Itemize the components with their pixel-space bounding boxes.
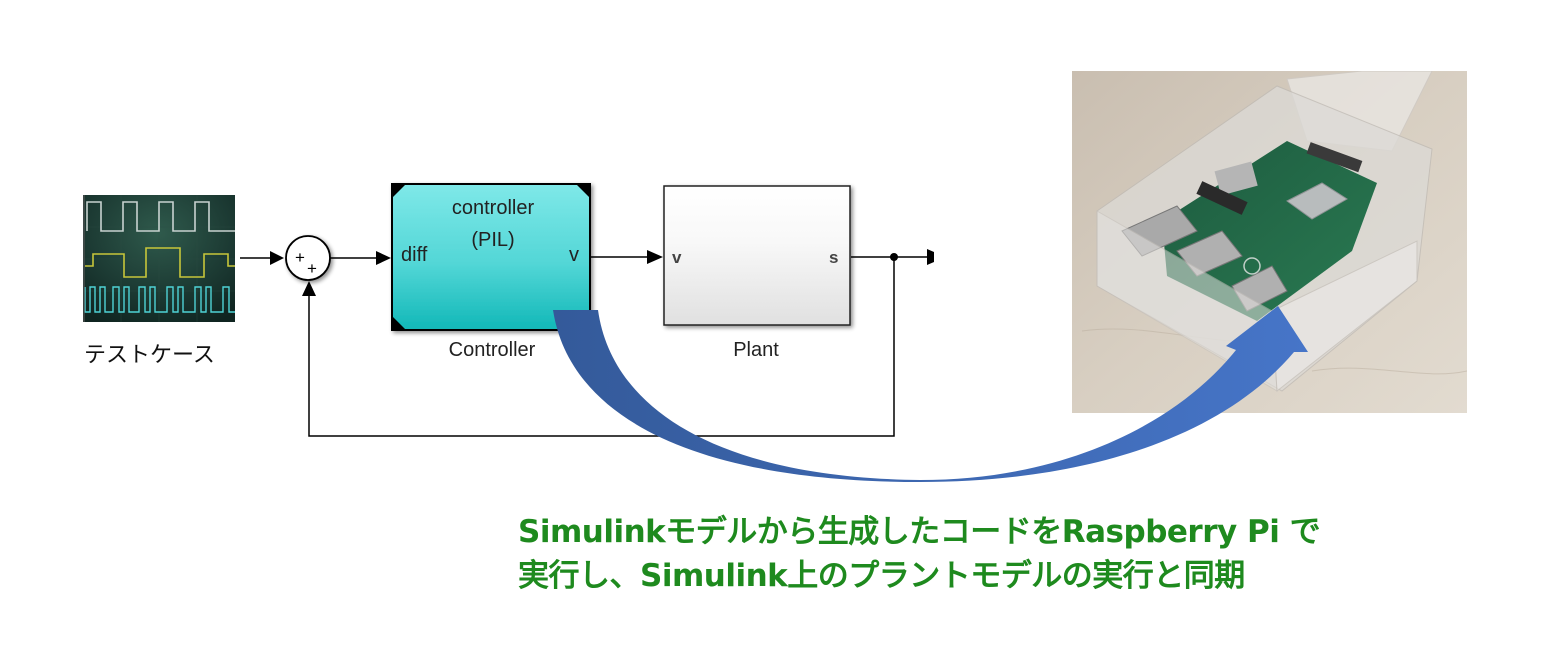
controller-title: controller (452, 197, 535, 219)
curved-arrow-icon (553, 306, 1308, 482)
sum-sign-2: + (307, 259, 317, 278)
caption-line-2: 実行し、Simulink上のプラントモデルの実行と同期 (518, 558, 1245, 594)
raspberry-pi-photo (1072, 71, 1467, 413)
feedback-line (308, 257, 895, 437)
controller-block[interactable] (391, 183, 591, 331)
plant-label: Plant (733, 339, 779, 361)
test-case-signal-image (83, 195, 235, 322)
soc-chip (1286, 182, 1348, 220)
controller-input-port: diff (401, 244, 428, 266)
signal-trace-cyan (84, 286, 235, 313)
arrowhead-icon (270, 251, 284, 265)
controller-output-port: v (569, 244, 579, 266)
caption: Simulinkモデルから生成したコードをRaspberry Pi で 実行し、… (518, 510, 1321, 598)
plant-input-port: v (672, 248, 682, 267)
sum-sign-1: + (295, 248, 305, 267)
controller-subtitle: (PIL) (471, 229, 514, 251)
test-case-label: テストケース (84, 343, 215, 368)
arrowhead-icon (302, 281, 316, 296)
signal-trace-yellow (85, 247, 235, 278)
controller-label: Controller (449, 339, 536, 361)
arrowhead-icon (647, 250, 663, 264)
plant-block[interactable] (663, 185, 851, 326)
signal-trace-white (86, 201, 235, 232)
output-arrowhead-icon (927, 249, 934, 265)
caption-line-1: Simulinkモデルから生成したコードをRaspberry Pi で (518, 514, 1321, 550)
plant-output-port: s (829, 248, 838, 267)
arrowhead-icon (376, 251, 391, 265)
